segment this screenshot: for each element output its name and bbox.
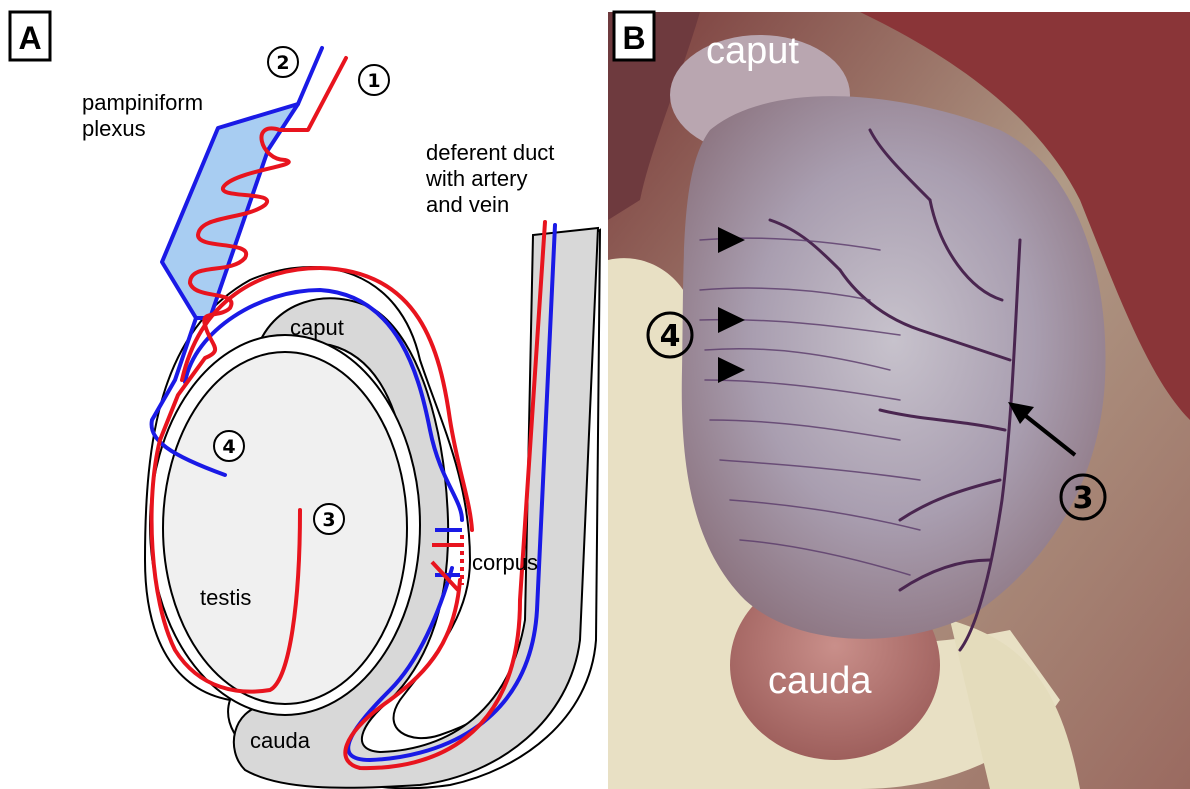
marker-3: 3 (314, 504, 344, 534)
photo-area (608, 12, 1190, 789)
label-deferent-line2: with artery (425, 166, 527, 191)
marker-4: 4 (214, 431, 244, 461)
panel-a-letter: A (18, 20, 41, 56)
testis (163, 352, 407, 704)
label-caput: caput (290, 315, 344, 340)
label-deferent-line1: deferent duct (426, 140, 554, 165)
panel-a: A pampiniform plexus deferent duct with … (10, 12, 600, 788)
svg-text:4: 4 (222, 436, 235, 458)
marker-1: 1 (359, 65, 389, 95)
svg-text:1: 1 (367, 70, 380, 92)
label-b-caput: caput (706, 30, 799, 72)
svg-text:2: 2 (276, 52, 289, 74)
svg-text:4: 4 (660, 319, 681, 354)
label-corpus: corpus (472, 550, 538, 575)
label-b-cauda: cauda (768, 660, 872, 702)
panel-b: B caput cauda 4 3 (608, 12, 1190, 789)
label-cauda: cauda (250, 728, 311, 753)
label-testis: testis (200, 585, 251, 610)
svg-text:3: 3 (1073, 481, 1094, 516)
label-deferent-line3: and vein (426, 192, 509, 217)
label-pampiniform-line2: plexus (82, 116, 146, 141)
label-pampiniform-line1: pampiniform (82, 90, 203, 115)
panel-b-letter: B (622, 20, 645, 56)
marker-2: 2 (268, 47, 298, 77)
svg-text:3: 3 (322, 509, 335, 531)
